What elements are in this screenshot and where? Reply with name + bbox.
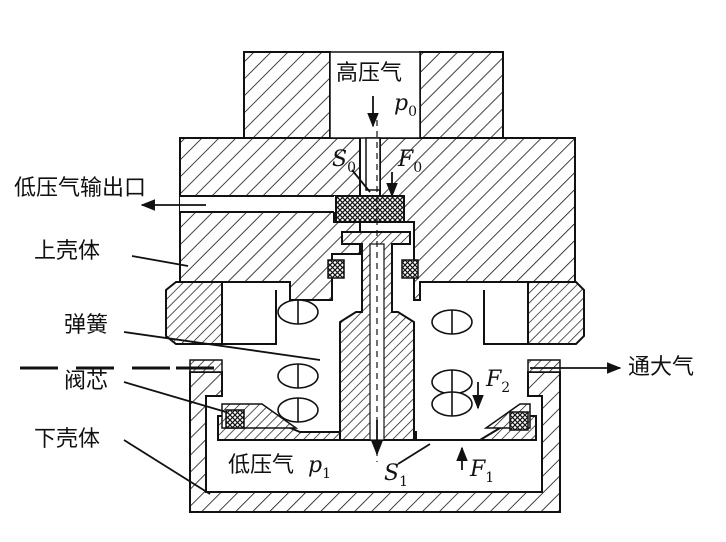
label-to-atmosphere: 通大气 [628,355,694,380]
symbol-s0: S0 [332,147,356,176]
label-low-pressure-outlet: 低压气输出口 [14,176,146,201]
upper-housing [165,51,585,345]
label-high-pressure: 高压气 [336,61,402,86]
spring [277,299,473,423]
symbol-f2: F2 [485,367,510,396]
flow-arrows [123,96,622,495]
symbol-s1: S1 [384,461,408,490]
symbol-f1: F1 [469,457,494,486]
label-spring: 弹簧 [64,313,108,338]
symbol-f0: F0 [397,147,422,176]
label-valve-core: 阀芯 [64,369,108,394]
label-lower-housing: 下壳体 [34,427,100,452]
symbol-p1: p1 [308,453,331,482]
label-upper-housing: 上壳体 [34,239,100,264]
label-low-pressure: 低压气 [228,453,294,478]
symbol-p0: p0 [394,91,417,120]
